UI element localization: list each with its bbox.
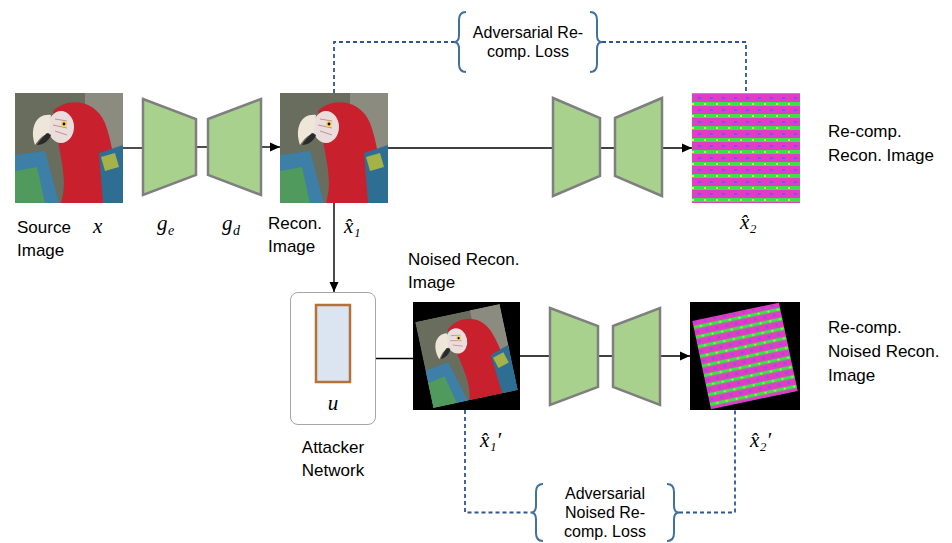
connector-line — [376, 358, 413, 359]
drawing-part — [550, 308, 598, 405]
codec-trapezoids — [550, 98, 662, 405]
connector — [520, 352, 690, 361]
arrow-head — [270, 143, 280, 152]
connector — [123, 148, 142, 149]
math-symbol: x — [93, 214, 102, 238]
curly-brace — [454, 12, 466, 72]
curly-brace — [667, 484, 679, 541]
image-caption: Recon. Image — [268, 212, 330, 258]
drawing-part — [415, 304, 518, 408]
image-caption: Re-comp. Noised Recon. Image — [828, 316, 946, 388]
math-subscript: e — [168, 223, 174, 239]
dashed-connector — [334, 42, 454, 93]
noised-recomp-image: Re-comp. Noised Recon. Imagex̂₂′ — [690, 302, 800, 410]
image-caption: Source Image — [17, 216, 79, 262]
curly-brace — [531, 484, 543, 541]
arrow-head — [680, 352, 690, 361]
drawing-part — [143, 99, 196, 195]
recomp-pattern — [692, 93, 800, 203]
loss-bracket: Adversarial Re-comp. Loss — [454, 10, 602, 74]
attacker-layer-block — [316, 305, 350, 382]
decoder-block: gd — [207, 98, 262, 196]
arrow-head — [682, 144, 692, 153]
attacker-box: uAttacker Network — [290, 292, 376, 425]
loss-label: Adversarial Noised Re-comp. Loss — [549, 484, 661, 541]
drawing-part — [553, 98, 600, 196]
image-caption: Noised Recon. Image — [408, 248, 520, 294]
connector-line — [334, 42, 454, 93]
noised-photo — [413, 302, 520, 410]
recon-image: Recon. Imagex̂₁ — [280, 93, 388, 203]
math-symbol: g — [222, 211, 233, 235]
dashed-connector — [465, 410, 531, 513]
math-subscript: d — [233, 223, 240, 239]
arrow-head — [330, 282, 339, 292]
curly-brace — [590, 12, 602, 72]
recomp-image: Re-comp. Recon. Imagex̂₂ — [692, 93, 800, 203]
curly-brace-pair — [454, 10, 602, 74]
connector — [262, 143, 280, 152]
drawing-part — [690, 302, 800, 410]
connector-line — [123, 147, 142, 148]
math-symbol: x̂₂ — [740, 210, 757, 234]
box-caption: Attacker Network — [280, 436, 386, 482]
noised-image: Noised Recon. Imagex̂₁′ — [413, 302, 520, 410]
math-symbol: u — [291, 391, 375, 415]
drawing-part — [208, 99, 261, 195]
connector-line — [333, 203, 334, 292]
connector-line — [465, 410, 531, 513]
math-symbol: g — [157, 211, 168, 235]
loss-bracket: Adversarial Noised Re-comp. Loss — [531, 482, 679, 543]
dashed-connector — [602, 42, 746, 93]
drawing-part — [692, 303, 797, 410]
drawing-part — [413, 302, 520, 410]
drawing-part — [615, 98, 662, 196]
connector-line — [602, 42, 746, 93]
drawing-part — [692, 303, 797, 410]
math-symbol: x̂₁′ — [480, 428, 501, 452]
source-image: Source Imagex — [15, 93, 123, 203]
drawing-part — [415, 304, 518, 408]
encoder-block: ge — [142, 98, 197, 196]
loss-label: Adversarial Re-comp. Loss — [472, 23, 584, 61]
math-symbol: x̂₂′ — [750, 428, 771, 452]
noised-recomp-pattern — [690, 302, 800, 410]
connector — [197, 147, 207, 148]
decoder-trapezoid — [207, 98, 262, 196]
recon-photo — [280, 93, 388, 203]
encoder-trapezoid — [142, 98, 197, 196]
math-symbol: x̂₁ — [344, 214, 361, 238]
image-caption: Re-comp. Recon. Image — [828, 120, 946, 168]
connector — [376, 358, 413, 359]
source-photo — [15, 93, 123, 203]
drawing-part — [613, 308, 660, 405]
connector-line — [197, 146, 207, 147]
connector — [330, 203, 339, 292]
connector-line — [520, 355, 690, 356]
